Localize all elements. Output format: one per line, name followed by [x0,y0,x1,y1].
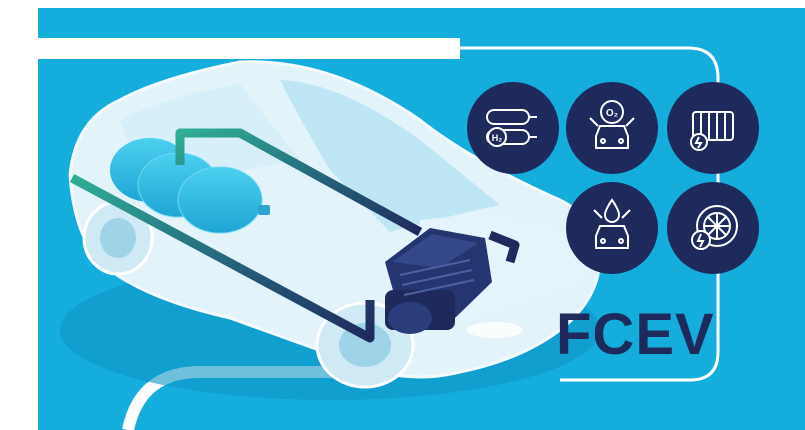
icon-hydrogen-tanks[interactable]: H₂ [467,82,559,174]
tank-valve [258,205,270,215]
oxygen-label: O₂ [606,108,618,119]
icon-oxygen-intake[interactable]: O₂ [566,82,658,174]
fcev-title: FCEV [556,300,716,370]
tank-3 [178,167,262,233]
icon-electric-motor[interactable] [667,182,759,274]
icon-water-output[interactable] [566,182,658,274]
icon-fuel-cell-stack[interactable] [667,82,759,174]
rear-wheel-hub [100,218,136,258]
top-stripe [38,38,460,59]
headlight [467,322,523,338]
motor-cylinder [388,302,432,334]
hydrogen-label: H₂ [492,133,503,143]
